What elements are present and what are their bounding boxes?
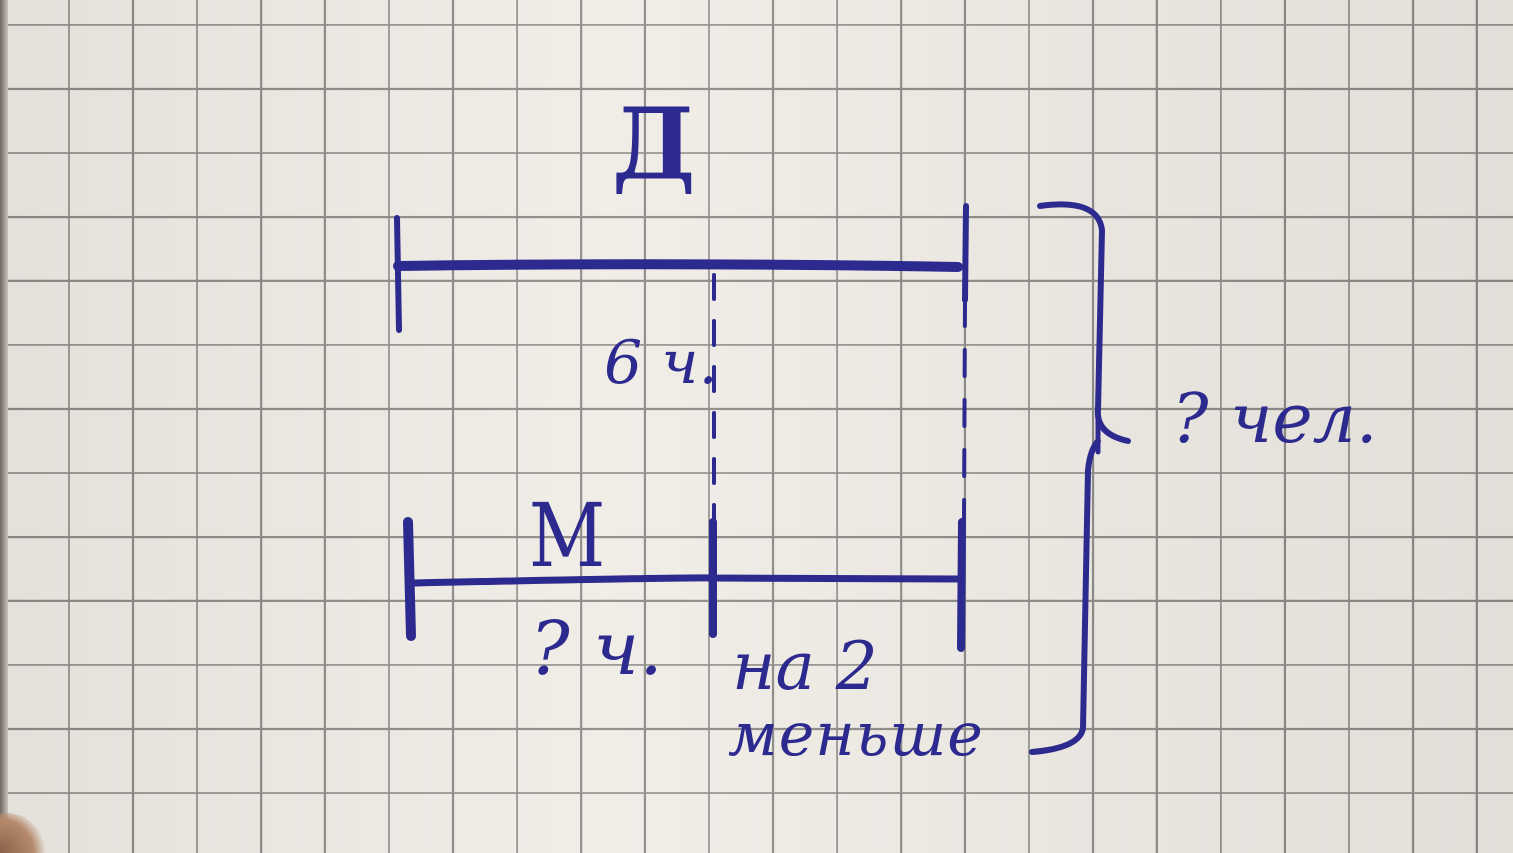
- top-segment-right-tick: [962, 203, 969, 303]
- total-brace: [1029, 201, 1131, 755]
- top-segment-left-tick: [394, 215, 402, 333]
- paper-edge-shadow: [0, 0, 8, 853]
- dashed-guide-right: [962, 298, 967, 522]
- top-segment-label: Д: [612, 87, 696, 203]
- bottom-segment-line: [411, 574, 964, 587]
- bottom-segment-label: М: [528, 484, 606, 587]
- bottom-segment-right-tick: [957, 518, 966, 652]
- unknown-part-label: ? ч.: [530, 606, 663, 692]
- less-word-label: меньше: [728, 700, 984, 770]
- top-segment-line: [393, 259, 963, 272]
- bottom-segment-left-tick: [403, 517, 416, 641]
- less-by-label: на 2: [732, 628, 878, 705]
- difference-label: 6 ч.: [604, 328, 718, 398]
- total-label: ? чел.: [1172, 380, 1378, 459]
